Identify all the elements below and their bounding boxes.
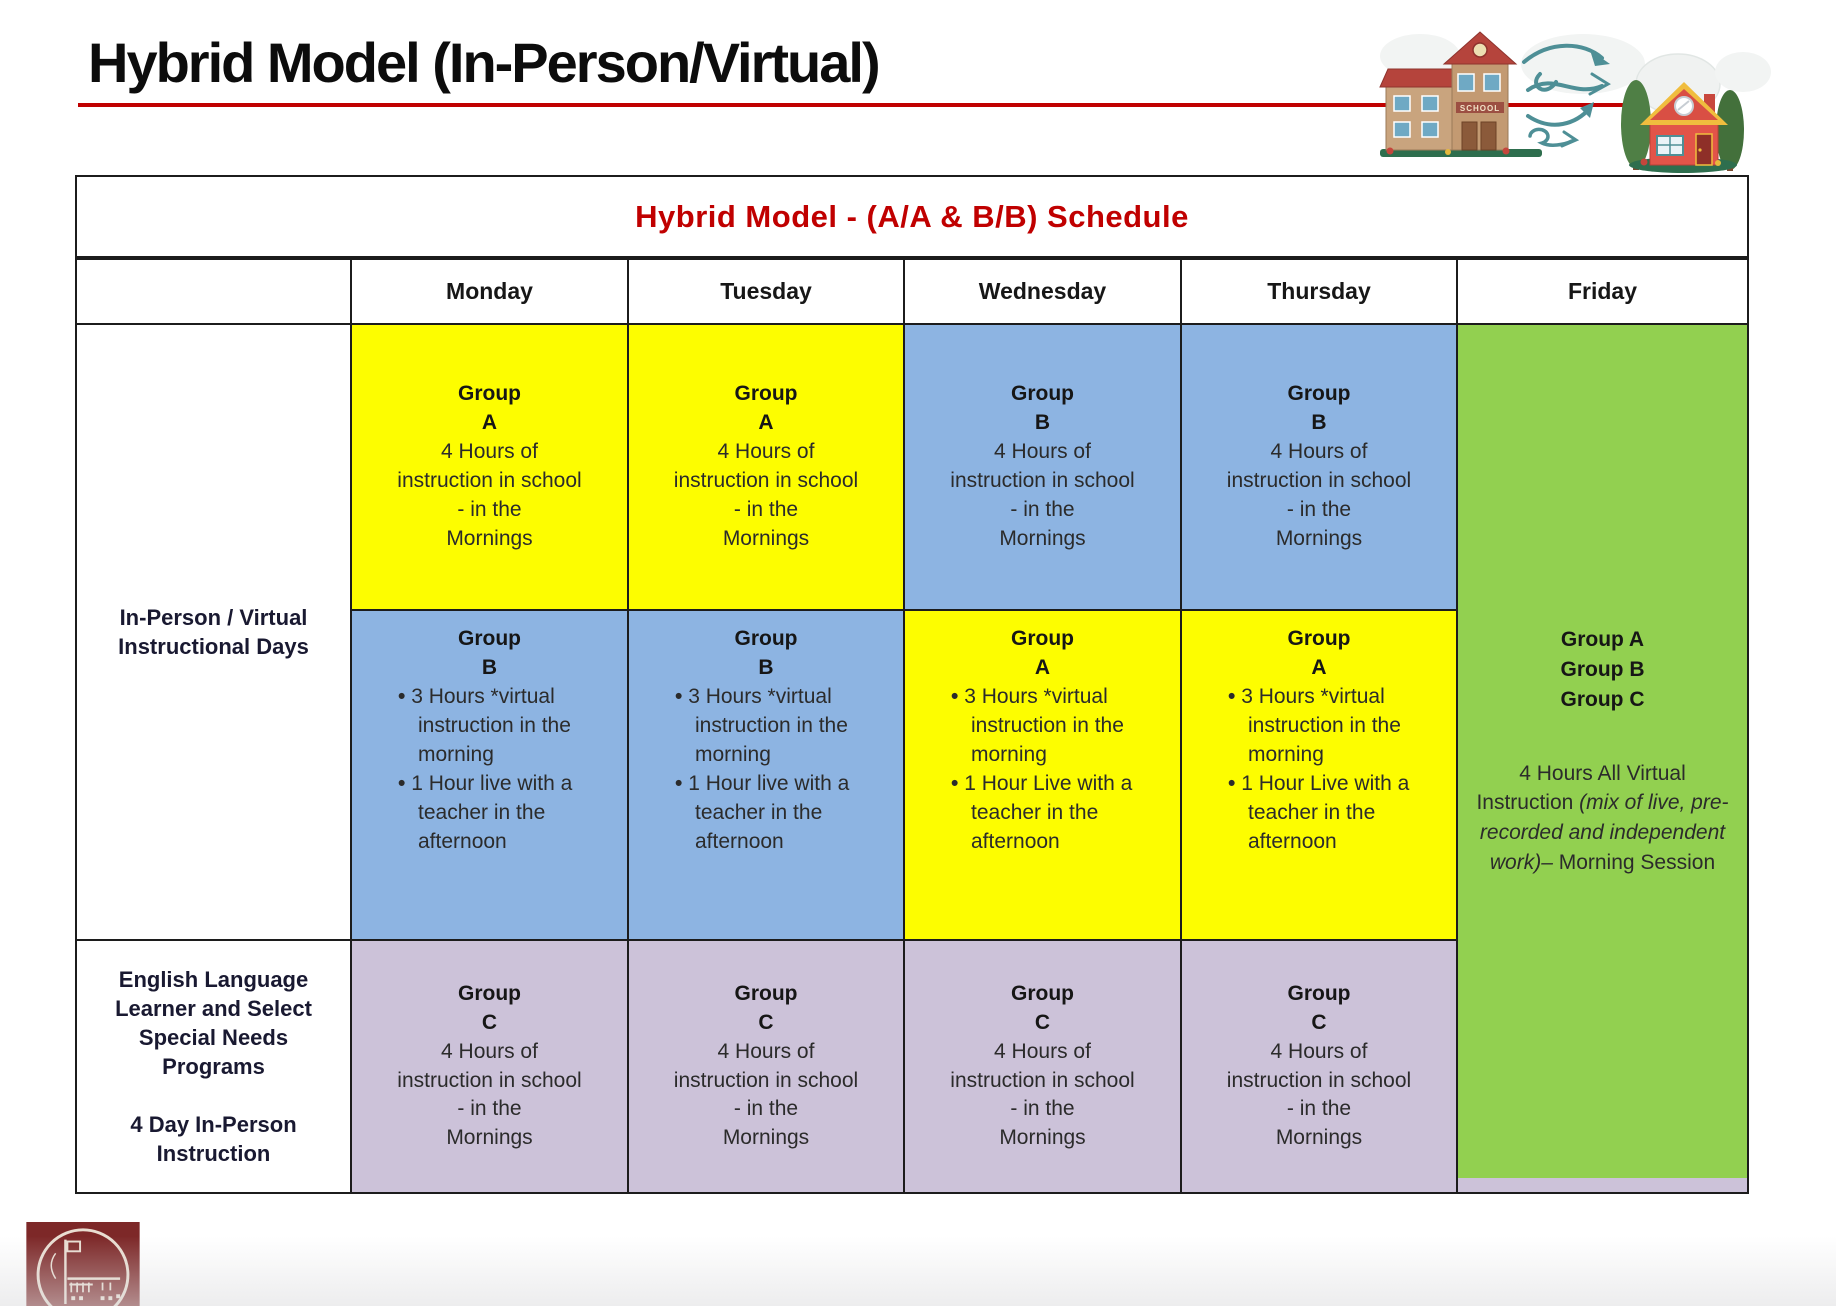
- group-head: Group A Group B Group C: [1560, 628, 1645, 711]
- cell-friday-all-virtual: Group A Group B Group C 4 Hours All Virt…: [1458, 325, 1747, 1192]
- cell-monday-morning: Group A 4 Hours of instruction in school…: [352, 325, 627, 609]
- row-label-instructional-days: In-Person / Virtual Instructional Days: [77, 325, 350, 939]
- group-head: Group A: [1287, 627, 1351, 679]
- cell-text: 4 Hours All Virtual Instruction (mix of …: [1476, 761, 1729, 875]
- cell-text: 4 Hours of instruction in school - in th…: [673, 1039, 859, 1150]
- bullet-list: 3 Hours *virtual instruction in the morn…: [1188, 683, 1450, 857]
- bullet-list: 3 Hours *virtual instruction in the morn…: [911, 683, 1174, 857]
- cell-wednesday-afternoon: Group A 3 Hours *virtual instruction in …: [905, 611, 1180, 939]
- house-icon: [1621, 80, 1744, 173]
- group-head: Group B: [458, 627, 521, 679]
- cell-monday-groupc: Group C 4 Hours of instruction in school…: [352, 941, 627, 1192]
- cell-wednesday-groupc: Group C 4 Hours of instruction in school…: [905, 941, 1180, 1192]
- group-head: Group A: [734, 382, 798, 435]
- school-icon: SCHOOL: [1379, 31, 1542, 157]
- cell-text: 4 Hours of instruction in school - in th…: [673, 440, 859, 550]
- bullet-item: 3 Hours *virtual instruction in the morn…: [675, 683, 887, 770]
- table-title: Hybrid Model - (A/A & B/B) Schedule: [77, 177, 1747, 258]
- school-to-home-illustration: SCHOOL: [1379, 31, 1771, 173]
- column-header-wednesday: Wednesday: [905, 260, 1180, 323]
- title-underline: [78, 103, 1714, 107]
- group-head: Group C: [1287, 981, 1351, 1034]
- bullet-item: 1 Hour live with a teacher in the aftern…: [398, 770, 611, 857]
- group-head: Group A: [458, 382, 521, 435]
- bullet-item: 1 Hour Live with a teacher in the aftern…: [951, 770, 1164, 857]
- group-head: Group C: [458, 981, 521, 1034]
- cell-text: 4 Hours of instruction in school - in th…: [397, 440, 582, 550]
- cell-monday-afternoon: Group B 3 Hours *virtual instruction in …: [352, 611, 627, 939]
- group-head: Group B: [734, 627, 798, 679]
- arrows-icon: [1522, 43, 1611, 148]
- bullet-item: 1 Hour live with a teacher in the aftern…: [675, 770, 887, 857]
- group-head: Group B: [1287, 382, 1351, 435]
- cell-tuesday-afternoon: Group B 3 Hours *virtual instruction in …: [629, 611, 903, 939]
- cell-text: 4 Hours of instruction in school - in th…: [950, 440, 1135, 550]
- bullet-list: 3 Hours *virtual instruction in the morn…: [635, 683, 897, 857]
- group-head: Group C: [1011, 981, 1074, 1034]
- cell-thursday-morning: Group B 4 Hours of instruction in school…: [1182, 325, 1456, 609]
- cell-text: 4 Hours of instruction in school - in th…: [950, 1039, 1135, 1150]
- bullet-item: 3 Hours *virtual instruction in the morn…: [398, 683, 611, 770]
- group-head: Group A: [1011, 627, 1074, 679]
- bullet-item: 3 Hours *virtual instruction in the morn…: [951, 683, 1164, 770]
- cell-wednesday-morning: Group B 4 Hours of instruction in school…: [905, 325, 1180, 609]
- cell-text: 4 Hours of instruction in school - in th…: [397, 1039, 582, 1150]
- cell-text: 4 Hours of instruction in school - in th…: [1226, 440, 1412, 550]
- hybrid-schedule-table: Hybrid Model - (A/A & B/B) Schedule Mond…: [75, 175, 1749, 1194]
- column-header-monday: Monday: [352, 260, 627, 323]
- cell-thursday-afternoon: Group A 3 Hours *virtual instruction in …: [1182, 611, 1456, 939]
- bullet-item: 3 Hours *virtual instruction in the morn…: [1228, 683, 1440, 770]
- bullet-item: 1 Hour Live with a teacher in the aftern…: [1228, 770, 1440, 857]
- cell-tuesday-groupc: Group C 4 Hours of instruction in school…: [629, 941, 903, 1192]
- group-head: Group C: [734, 981, 798, 1034]
- cell-text: 4 Hours of instruction in school - in th…: [1226, 1039, 1412, 1150]
- cell-tuesday-morning: Group A 4 Hours of instruction in school…: [629, 325, 903, 609]
- bullet-list: 3 Hours *virtual instruction in the morn…: [358, 683, 621, 857]
- corner-cell: [77, 260, 350, 323]
- page-title: Hybrid Model (In-Person/Virtual): [88, 31, 881, 94]
- district-seal-logo: [26, 1222, 140, 1306]
- bottom-gradient: [0, 1236, 1836, 1306]
- svg-text:SCHOOL: SCHOOL: [1460, 104, 1500, 113]
- cell-thursday-groupc: Group C 4 Hours of instruction in school…: [1182, 941, 1456, 1192]
- row-label-ell-programs: English Language Learner and Select Spec…: [77, 941, 350, 1192]
- column-header-tuesday: Tuesday: [629, 260, 903, 323]
- friday-green-panel: Group A Group B Group C 4 Hours All Virt…: [1458, 325, 1747, 1178]
- group-head: Group B: [1011, 382, 1074, 435]
- column-header-thursday: Thursday: [1182, 260, 1456, 323]
- column-header-friday: Friday: [1458, 260, 1747, 323]
